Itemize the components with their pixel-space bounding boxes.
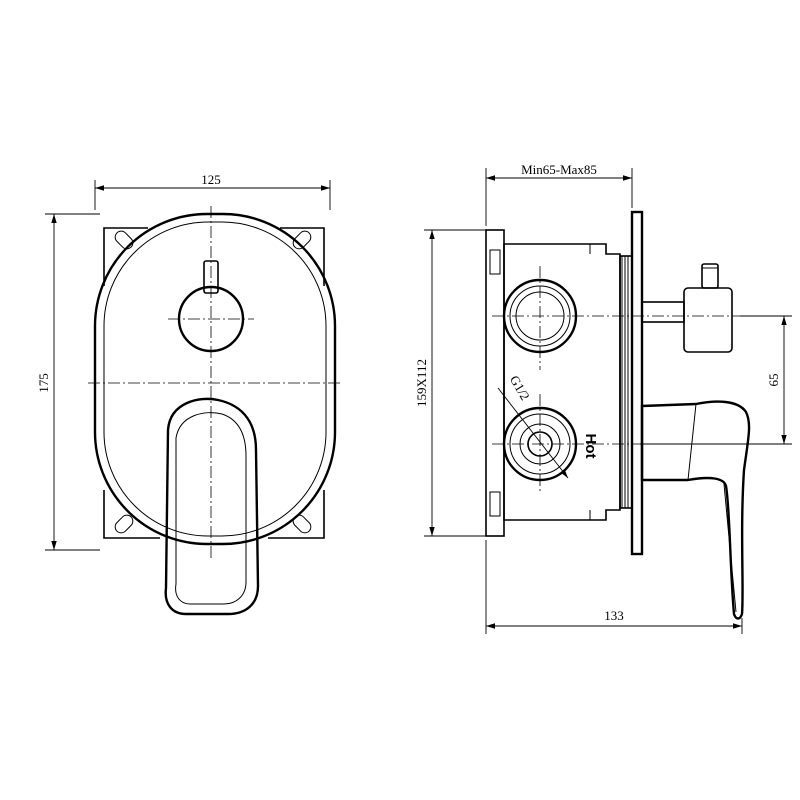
dim-offset-label: 65 [766,374,781,387]
hot-label: Hot [582,434,599,459]
mounting-ear-top-right [280,227,325,286]
mounting-ear-bottom-right [268,490,325,539]
box-back-flange [485,229,505,537]
cover-plate-inner [103,221,327,537]
mounting-ear-bottom-left [103,490,160,539]
dim-box-label: 159X112 [414,359,429,407]
dim-depth-label: Min65-Max85 [521,162,597,177]
mounting-ear-top-left [103,227,148,286]
dim-width-label: 125 [201,172,221,187]
cover-plate-outer [93,212,337,546]
threaded-collar [619,255,633,509]
side-view: G1/2 Hot Min65-Max85 159X112 6 [414,162,792,634]
dim-overall-label: 133 [604,608,624,623]
cover-plate-side [630,210,644,556]
valve-box-body [503,243,621,521]
thread-label: G1/2 [507,373,533,403]
dim-height-label: 175 [36,373,51,393]
front-view: 125 175 [36,172,342,616]
diverter-side [641,263,733,353]
lever-side [640,400,751,620]
mixer-lever [164,397,260,616]
